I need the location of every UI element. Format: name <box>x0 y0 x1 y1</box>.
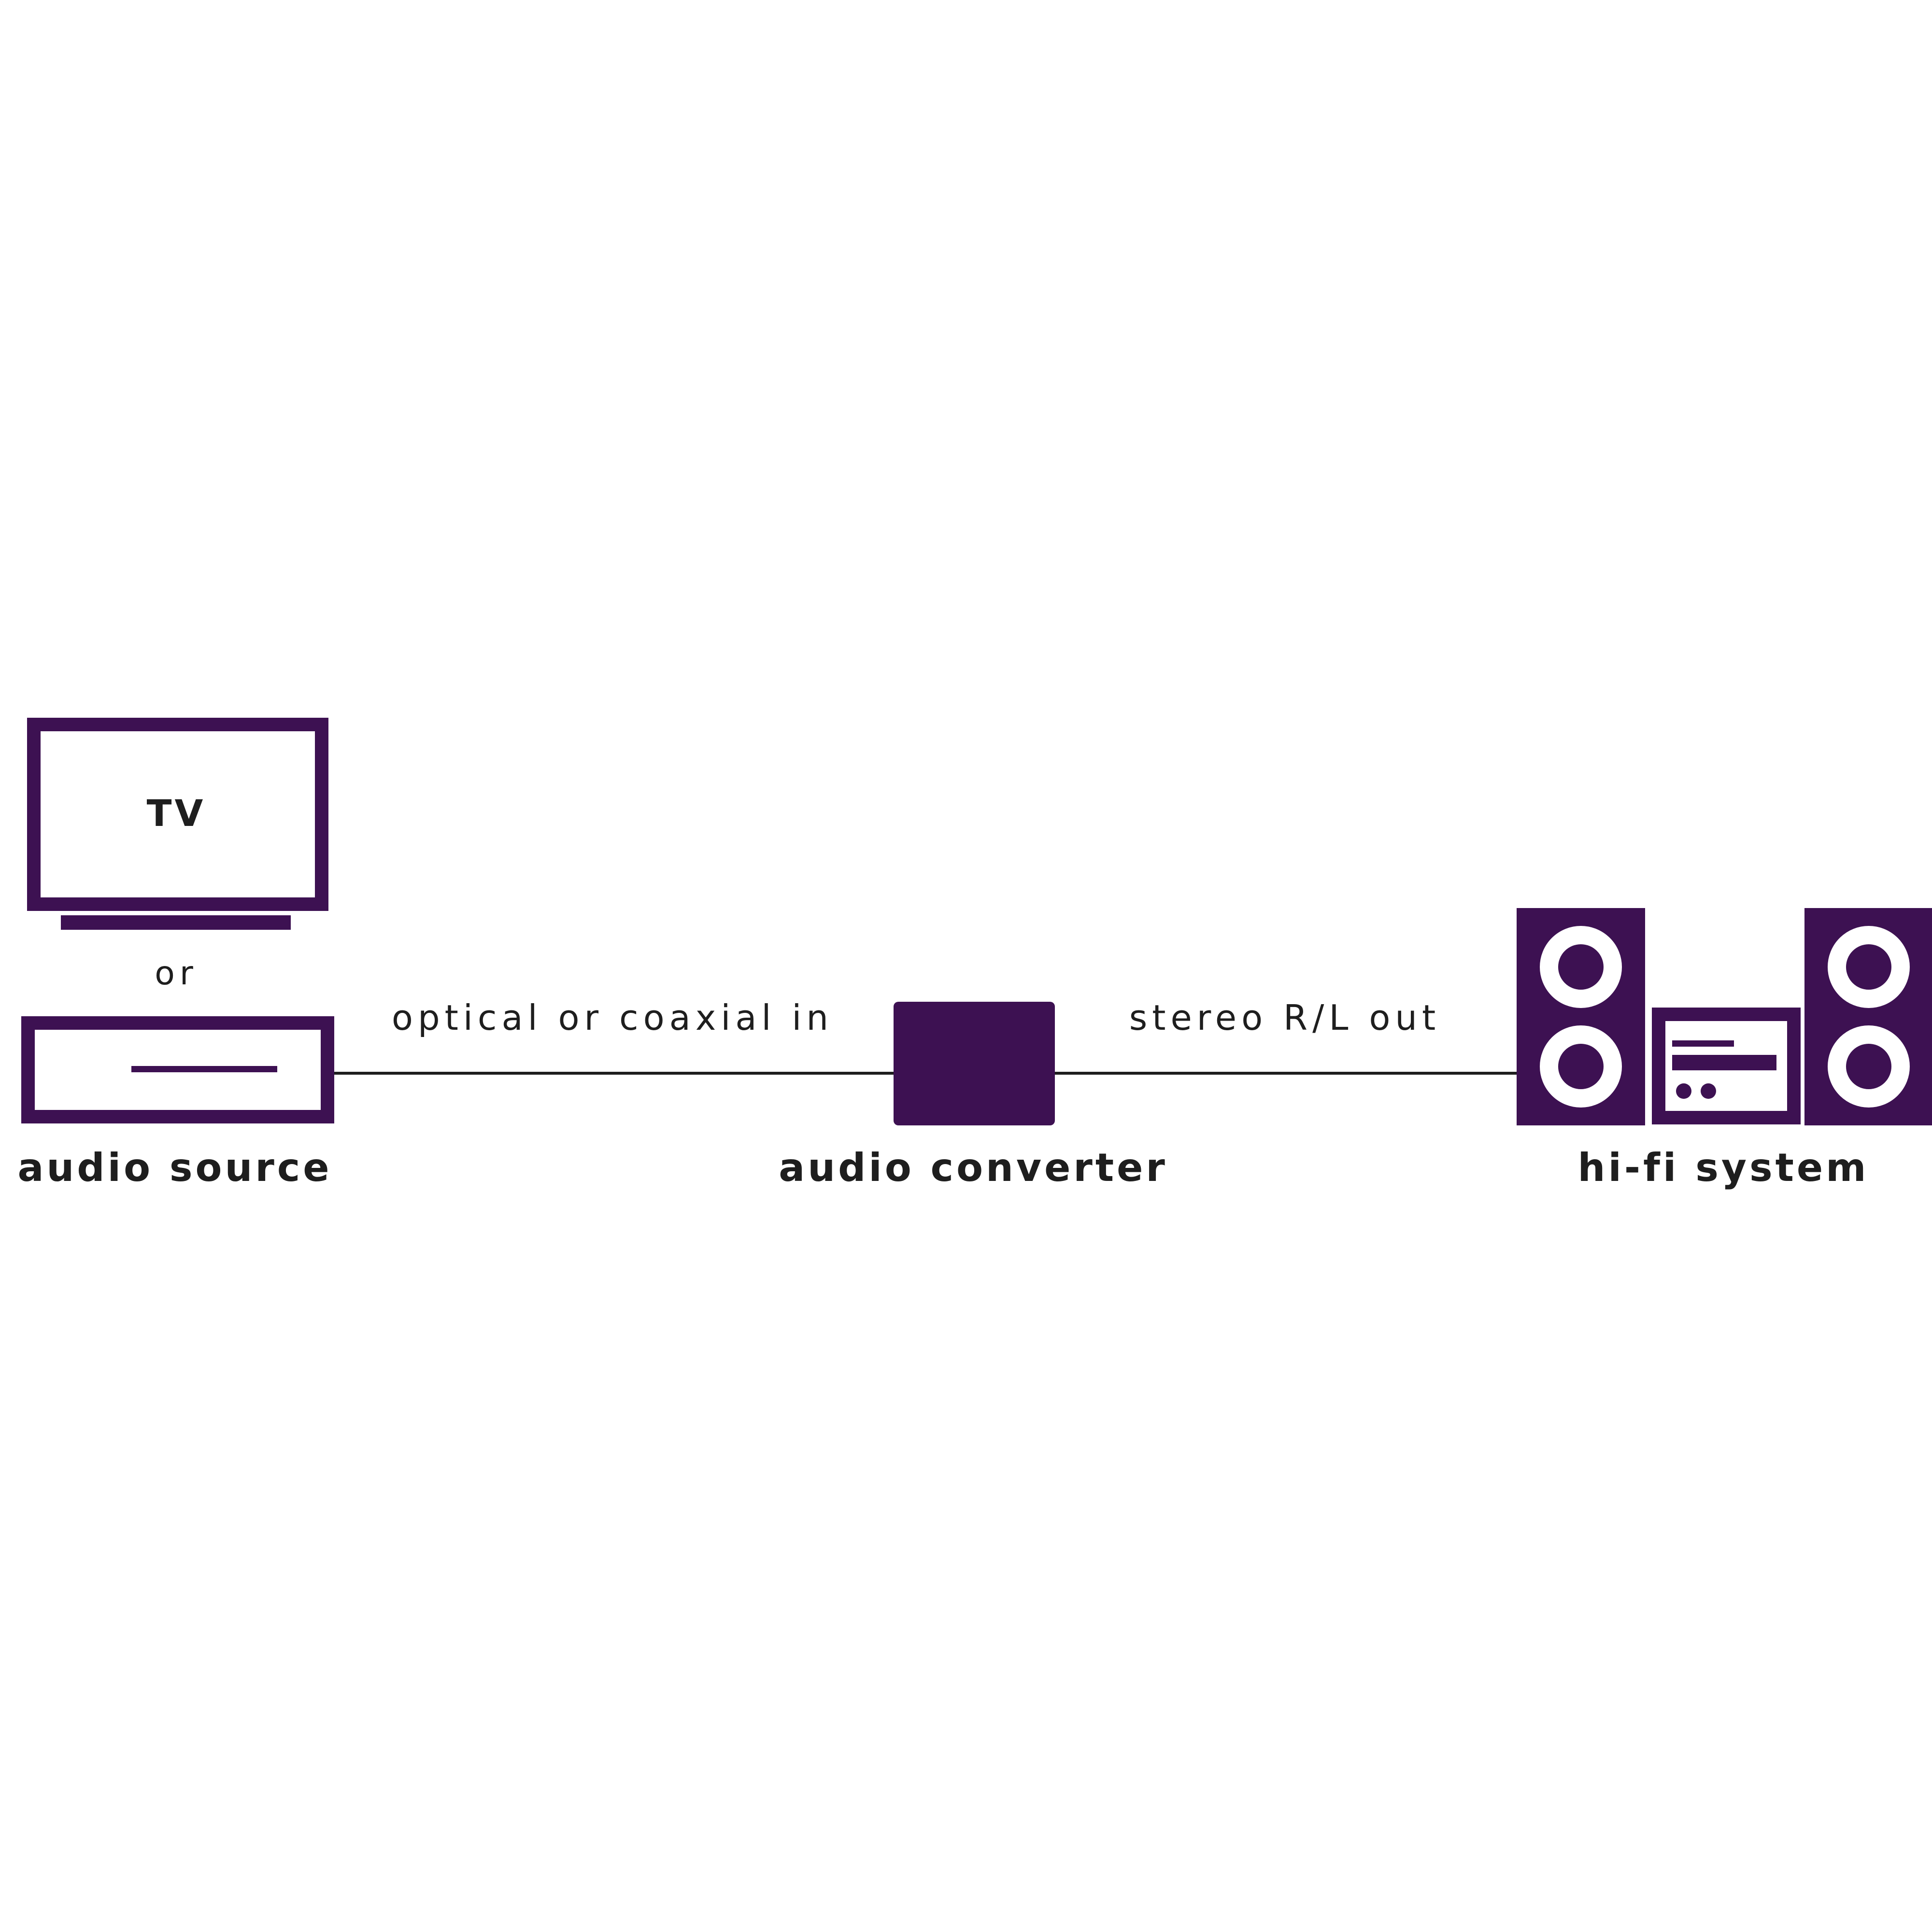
left-speaker-icon <box>1517 908 1645 1125</box>
audio-source-caption: audio source <box>17 1145 332 1190</box>
hifi-system-caption: hi-fi system <box>1578 1145 1869 1190</box>
tv-icon <box>27 718 328 930</box>
media-player-icon <box>21 1016 334 1123</box>
audio-converter-caption: audio converter <box>779 1145 1168 1190</box>
right-speaker-icon <box>1804 908 1932 1125</box>
stereo-rl-out-label: stereo R/L out <box>1129 997 1441 1038</box>
audio-converter-box <box>894 1002 1055 1125</box>
tv-label: TV <box>147 792 206 835</box>
stereo-receiver-icon <box>1652 1008 1801 1124</box>
optical-coaxial-in-label: optical or coaxial in <box>392 997 833 1038</box>
or-label: or <box>155 954 198 993</box>
